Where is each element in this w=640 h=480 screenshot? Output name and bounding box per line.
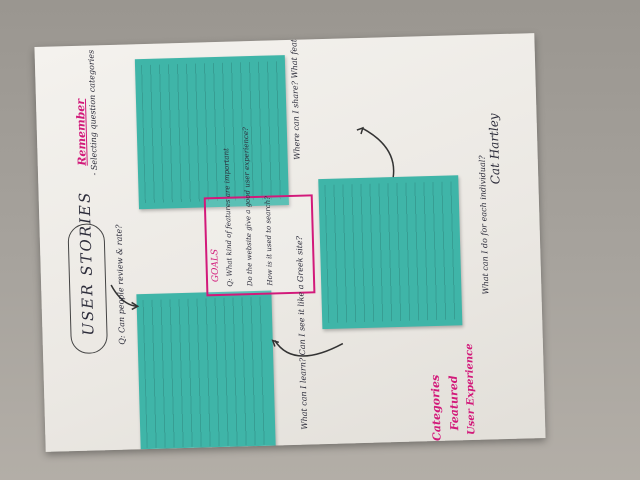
label-featured: Featured <box>446 375 462 431</box>
flow-arrows <box>110 126 395 357</box>
remember-heading: Remember <box>73 98 89 166</box>
label-categories: Categories <box>428 374 444 442</box>
signature: Cat Hartley <box>486 113 503 185</box>
goals-heading: GOALS <box>210 248 222 283</box>
poster-sheet: USER STORIES Q: Can people review & rate… <box>34 33 546 452</box>
